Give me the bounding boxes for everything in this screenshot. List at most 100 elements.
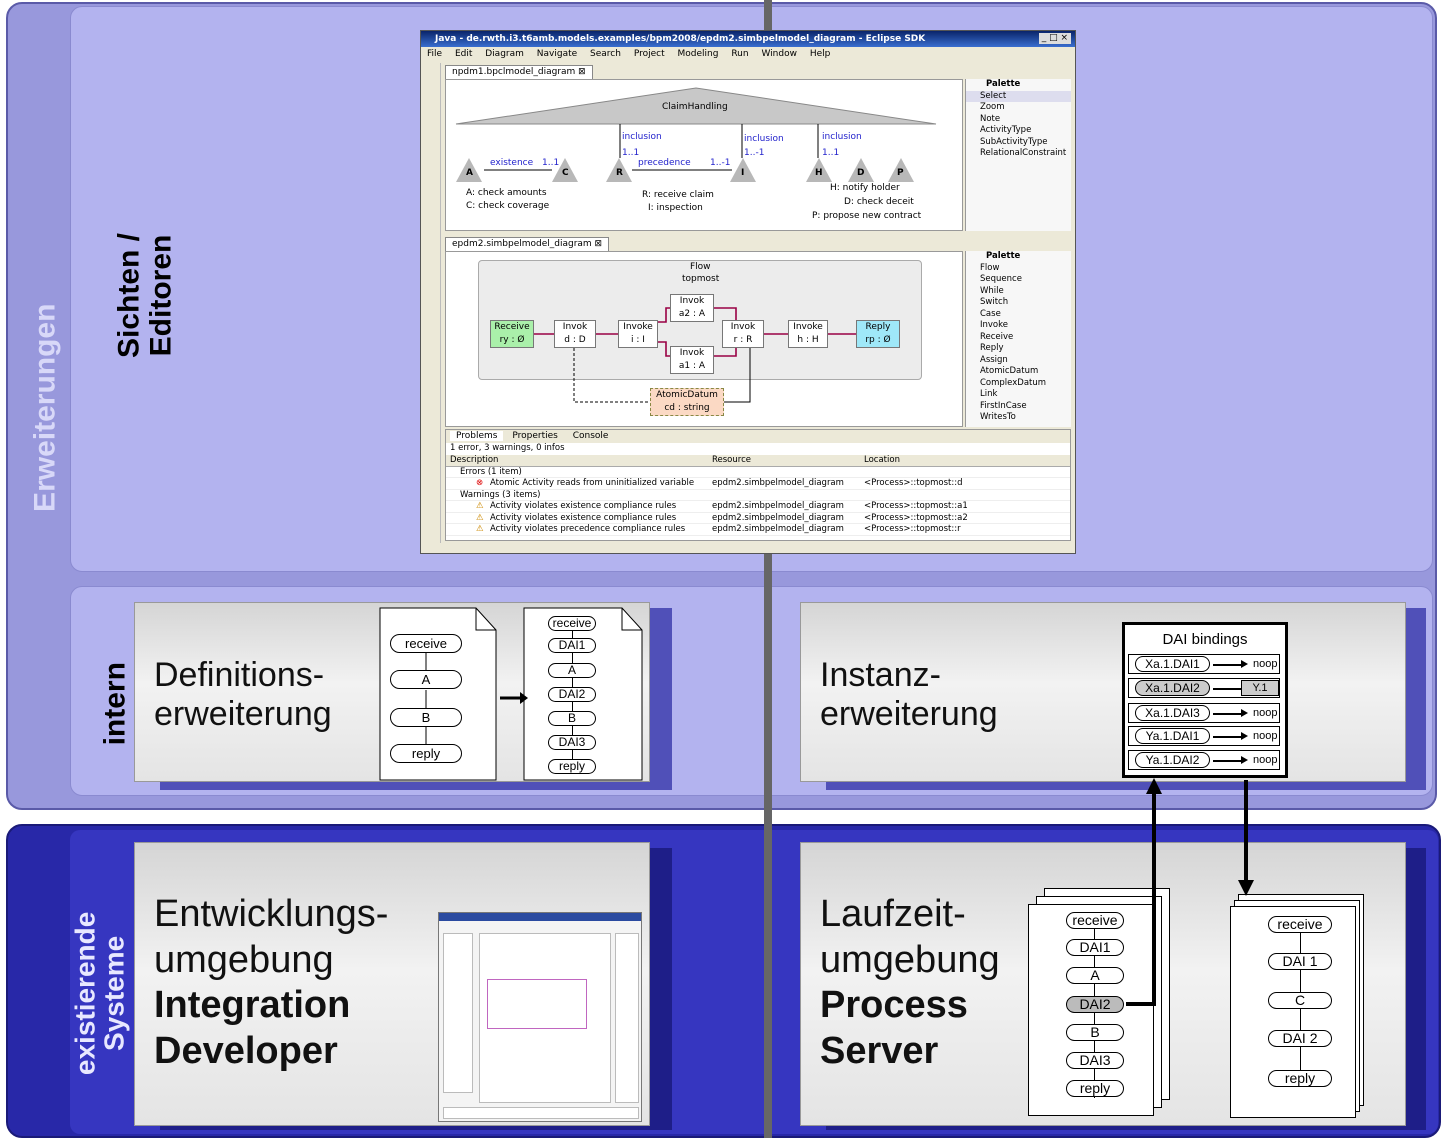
palette-subactivitytype[interactable]: SubActivityType xyxy=(980,136,1048,147)
center-divider xyxy=(764,0,772,1138)
tab-npdm1-label: npdm1.bpclmodel_diagram xyxy=(452,67,576,77)
palette-writesto[interactable]: WritesTo xyxy=(980,412,1016,422)
node-c: C xyxy=(562,168,569,178)
col-resource[interactable]: Resource xyxy=(712,455,751,465)
palette-atomicdatum[interactable]: AtomicDatum xyxy=(980,366,1039,376)
palette-link[interactable]: Link xyxy=(980,389,998,399)
def-left-step: reply xyxy=(390,744,462,763)
inclusion-1: inclusion xyxy=(622,132,662,142)
problems-summary: 1 error, 3 warnings, 0 infos xyxy=(450,443,565,453)
eclipse-menu: File Edit Diagram Navigate Search Projec… xyxy=(421,47,1075,61)
palette-while[interactable]: While xyxy=(980,285,1004,296)
runtime-right-step: DAI 1 xyxy=(1268,953,1332,970)
tab-npdm1[interactable]: npdm1.bpclmodel_diagram ⊠ xyxy=(445,65,593,79)
mult-h: 1..1 xyxy=(822,148,840,158)
menu-search[interactable]: Search xyxy=(590,49,621,59)
palette-complexdatum[interactable]: ComplexDatum xyxy=(980,377,1047,388)
dai-row-left: Ya.1.DAI1 xyxy=(1135,728,1210,744)
node-r-triangle xyxy=(606,158,632,182)
menu-navigate[interactable]: Navigate xyxy=(536,49,578,59)
menu-project[interactable]: Project xyxy=(633,49,665,59)
ide-thumbnail-console xyxy=(443,1107,639,1119)
table-row[interactable]: Warnings (3 items) xyxy=(446,490,1070,501)
precedence-mult2: 1..-1 xyxy=(710,158,731,168)
col-location[interactable]: Location xyxy=(864,455,900,465)
palette-activitytype[interactable]: ActivityType xyxy=(980,125,1032,135)
laufzeit-bold1: Process xyxy=(820,984,968,1027)
palette-switch[interactable]: Switch xyxy=(980,297,1009,307)
palette-reply[interactable]: Reply xyxy=(980,343,1004,353)
instanz-title: Instanz- erweiterung xyxy=(820,656,998,734)
def-left-step: B xyxy=(390,708,462,727)
label-existierende: existierende Systeme xyxy=(69,911,130,1076)
existence-label: existence xyxy=(490,158,534,168)
tab-properties[interactable]: Properties xyxy=(512,431,558,441)
menu-file[interactable]: File xyxy=(427,49,443,59)
dai-row: Ya.1.DAI2 noop xyxy=(1128,750,1280,770)
ide-thumbnail-canvas xyxy=(479,933,611,1103)
node-c-triangle xyxy=(552,158,578,182)
entwicklung-bold1: Integration xyxy=(154,984,351,1027)
palette-firstincase[interactable]: FirstInCase xyxy=(980,400,1027,411)
left-toolbar xyxy=(423,63,441,543)
legend-d: D: check deceit xyxy=(844,197,914,207)
definition-line2: erweiterung xyxy=(154,695,332,734)
topmost-label: topmost xyxy=(682,274,720,284)
laufzeit-line2: umgebung xyxy=(820,938,1000,981)
def-right-step: DAI2 xyxy=(548,687,596,702)
precedence-mult1: 1..1 xyxy=(622,148,640,158)
legend-h: H: notify holder xyxy=(830,183,900,193)
table-row[interactable]: ⊗Atomic Activity reads from uninitialize… xyxy=(446,478,1070,490)
palette-case[interactable]: Case xyxy=(980,308,1001,319)
dai-row-right: noop xyxy=(1253,754,1278,766)
palette-relationalconstraint[interactable]: RelationalConstraint xyxy=(980,148,1067,158)
table-row[interactable]: ⚠Activity violates precedence compliance… xyxy=(446,524,1070,536)
flow-links-svg xyxy=(534,307,856,403)
palette-select[interactable]: Select xyxy=(966,90,1071,102)
table-row[interactable]: ⚠Activity violates existence compliance … xyxy=(446,513,1070,524)
palette-assign[interactable]: Assign xyxy=(980,354,1008,365)
table-row[interactable]: Errors (1 item) xyxy=(446,467,1070,478)
tab-console[interactable]: Console xyxy=(572,431,609,441)
palette-invoke[interactable]: Invoke xyxy=(980,320,1008,330)
menu-run[interactable]: Run xyxy=(731,49,749,59)
tab-problems[interactable]: Problems xyxy=(450,431,504,441)
arrow-head-icon xyxy=(1241,709,1248,717)
palette-1: Palette Select Zoom Note ActivityType Su… xyxy=(965,79,1071,231)
menu-diagram[interactable]: Diagram xyxy=(485,49,524,59)
node-h-triangle xyxy=(806,158,832,182)
menu-help[interactable]: Help xyxy=(809,49,831,59)
arrow-right-icon xyxy=(1213,713,1243,715)
legend-c: C: check coverage xyxy=(466,201,550,211)
table-row[interactable]: ⚠Activity violates existence compliance … xyxy=(446,501,1070,513)
col-description[interactable]: Description xyxy=(450,455,499,465)
ide-thumbnail xyxy=(438,912,642,1122)
palette-note[interactable]: Note xyxy=(980,113,1001,124)
palette-receive[interactable]: Receive xyxy=(980,331,1014,342)
window-controls: _ □ × xyxy=(1038,33,1071,44)
problems-table: Description Resource Location Errors (1 … xyxy=(446,455,1070,536)
runtime-left-step: B xyxy=(1066,1024,1124,1041)
claim-tree-svg xyxy=(455,87,937,171)
palette-sequence[interactable]: Sequence xyxy=(980,274,1022,284)
ide-thumbnail-flow xyxy=(487,979,587,1029)
legend-i: I: inspection xyxy=(648,203,703,213)
node-d-triangle xyxy=(848,158,874,182)
palette-zoom[interactable]: Zoom xyxy=(980,102,1005,112)
instanz-line1: Instanz- xyxy=(820,656,941,694)
instanz-box xyxy=(800,602,1406,782)
menu-modeling[interactable]: Modeling xyxy=(677,49,719,59)
palette-flow[interactable]: Flow xyxy=(980,262,1000,273)
existence-mult: 1..1 xyxy=(542,158,560,168)
node-p: P xyxy=(897,168,904,178)
flow-label: Flow xyxy=(690,262,711,272)
binding-arrows-svg xyxy=(1126,778,1254,1006)
arrow-right-icon xyxy=(1213,688,1243,690)
tab-epdm2[interactable]: epdm2.simbpelmodel_diagram ⊠ xyxy=(445,237,610,251)
menu-window[interactable]: Window xyxy=(761,49,797,59)
menu-edit[interactable]: Edit xyxy=(454,49,473,59)
